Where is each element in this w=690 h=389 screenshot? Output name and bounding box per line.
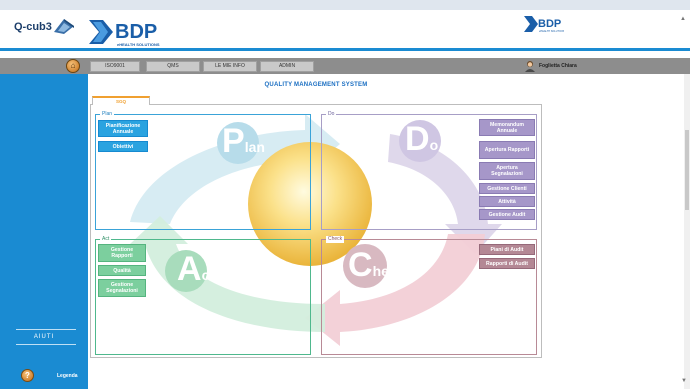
svg-text:eHEALTH SOLUTIONS: eHEALTH SOLUTIONS — [117, 42, 160, 47]
user-icon — [525, 61, 535, 72]
home-icon[interactable]: ⌂ — [66, 59, 80, 73]
act-circle — [165, 250, 207, 292]
plan-quadrant: Plan — [95, 111, 311, 230]
svg-text:eHEALTH SOLUTIONS: eHEALTH SOLUTIONS — [539, 30, 564, 33]
act-arrow — [130, 216, 325, 332]
do-quadrant: Do — [321, 111, 537, 230]
plan-label: Plan — [100, 111, 115, 118]
qcub-logo-icon — [54, 19, 74, 34]
divider — [16, 329, 76, 330]
check-rest: heck — [372, 263, 405, 279]
divider — [16, 344, 76, 345]
do-arrow — [388, 134, 502, 254]
top-bar — [0, 10, 690, 51]
check-circle — [343, 244, 387, 288]
plan-letter: P — [222, 122, 245, 160]
qualita-button[interactable]: Qualità — [98, 265, 146, 276]
act-label: Act — [100, 236, 112, 243]
do-letter: D — [405, 120, 430, 158]
page-title: QUALITY MANAGEMENT SYSTEM — [264, 82, 368, 88]
check-big-letter: Check — [348, 245, 404, 291]
bdp-logo-small: BDP eHEALTH SOLUTIONS — [524, 16, 564, 33]
gestione-rapporti-button[interactable]: Gestione Rapporti — [98, 244, 146, 262]
bdp-logo: BDP eHEALTH SOLUTIONS — [89, 20, 160, 47]
scroll-down-icon[interactable]: ▼ — [681, 378, 687, 384]
plan-big-letter: Plan — [222, 121, 265, 167]
check-label: Check — [326, 236, 345, 243]
act-rest: ct — [201, 267, 215, 283]
plan-circle — [217, 122, 259, 164]
obiettivi-button[interactable]: Obiettivi — [98, 141, 148, 152]
apertura-segnalazioni-button[interactable]: Apertura Segnalazioni — [479, 162, 535, 180]
svg-text:BDP: BDP — [115, 21, 157, 43]
pianificazione-annuale-button[interactable]: Pianificazione Annuale — [98, 120, 148, 137]
tab-sgq[interactable]: SGQ — [92, 96, 150, 105]
tab-admin[interactable]: ADMIN — [260, 61, 314, 72]
act-letter: A — [177, 250, 202, 288]
do-label: Do — [326, 111, 337, 118]
do-circle — [399, 120, 441, 162]
svg-text:BDP: BDP — [538, 18, 561, 30]
rapporti-di-audit-button[interactable]: Rapporti di Audit — [479, 258, 535, 269]
scroll-up-icon[interactable]: ▲ — [680, 16, 686, 22]
legend-link[interactable]: Legenda — [57, 373, 78, 379]
vertical-scrollbar[interactable] — [684, 74, 690, 389]
check-arrow — [305, 234, 485, 346]
gestione-clienti-button[interactable]: Gestione Clienti — [479, 183, 535, 194]
act-big-letter: Act — [177, 249, 214, 295]
apertura-rapporti-button[interactable]: Apertura Rapporti — [479, 141, 535, 159]
gestione-segnalazioni-button[interactable]: Gestione Segnalazioni — [98, 279, 146, 297]
tab-iso9001[interactable]: ISO9001 — [90, 61, 140, 72]
attivita-button[interactable]: Attività — [479, 196, 535, 207]
tab-le-mie-info[interactable]: LE MIE INFO — [203, 61, 257, 72]
legend-icon[interactable]: ? — [21, 369, 34, 382]
user-name[interactable]: Foglietta Chiara — [539, 63, 577, 69]
check-quadrant: Check — [321, 236, 537, 355]
qcub-logo-text: Q-cub3 — [14, 21, 52, 33]
tab-qms[interactable]: QMS — [146, 61, 200, 72]
sidebar — [0, 74, 88, 389]
gestione-audit-button[interactable]: Gestione Audit — [479, 209, 535, 220]
do-rest: o — [429, 137, 439, 153]
aiuti-label[interactable]: AIUTI — [33, 334, 55, 340]
memorandum-annuale-button[interactable]: Memorandum Annuale — [479, 119, 535, 136]
do-big-letter: Do — [405, 119, 438, 165]
plan-arrow — [130, 114, 340, 224]
plan-rest: lan — [244, 139, 265, 155]
check-letter: C — [348, 246, 373, 284]
scrollbar-thumb[interactable] — [685, 130, 689, 210]
act-quadrant: Act — [95, 236, 311, 355]
piani-di-audit-button[interactable]: Piani di Audit — [479, 244, 535, 255]
